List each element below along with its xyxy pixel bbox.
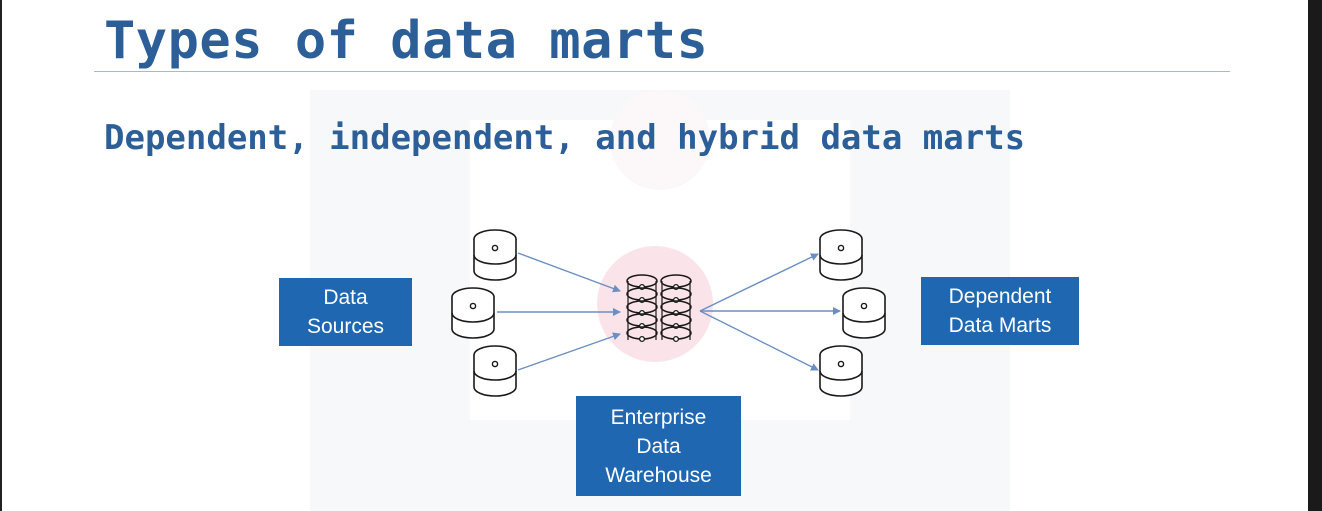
arrow-warehouse-to-mart-1: [699, 253, 819, 312]
warehouse-icon: [626, 274, 692, 343]
data-marts-label-line: Data Marts: [948, 314, 1052, 337]
dependent-data-marts-box: Dependent Data Marts: [921, 277, 1079, 345]
arrow-source-3-to-warehouse: [517, 332, 621, 371]
arrow-warehouse-to-mart-3: [699, 310, 819, 371]
enterprise-data-warehouse-box: Enterprise Data Warehouse: [576, 396, 741, 496]
left-edge: [0, 0, 2, 511]
warehouse-label-line: Data: [636, 434, 681, 458]
data-marts-label-line: Dependent: [948, 285, 1052, 308]
mart-database-icon: [842, 287, 886, 339]
warehouse-label-line: Warehouse: [605, 463, 712, 487]
data-sources-label-line: Sources: [306, 315, 385, 338]
right-edge: [1308, 0, 1322, 511]
arrow-source-1-to-warehouse: [517, 252, 621, 293]
mart-database-icon: [819, 229, 863, 281]
mart-database-icon: [819, 345, 863, 397]
source-database-icon: [473, 229, 517, 281]
source-database-icon: [451, 287, 495, 339]
slide-title: Types of data marts: [104, 11, 709, 71]
slide-subtitle: Dependent, independent, and hybrid data …: [104, 118, 1026, 158]
data-sources-box: Data Sources: [279, 278, 412, 346]
data-sources-label-line: Data: [323, 286, 368, 309]
title-divider: [94, 71, 1230, 72]
source-database-icon: [473, 345, 517, 397]
warehouse-label-line: Enterprise: [610, 405, 707, 429]
